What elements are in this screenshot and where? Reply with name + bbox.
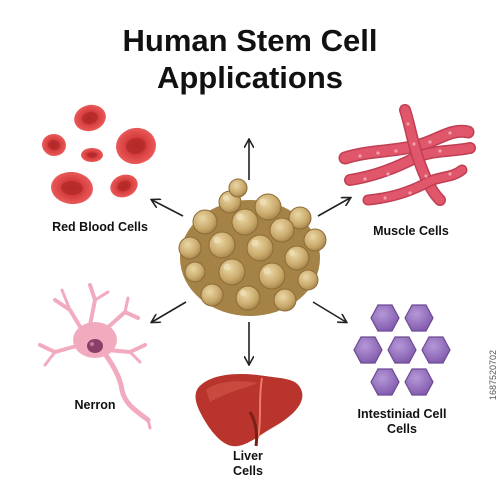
muscle-cells-icon [338,104,476,206]
liver-icon [195,373,303,447]
watermark-id: 1687520702 [488,350,498,401]
arrow-to-neuron [152,301,187,322]
title-line-2: Applications [156,60,343,95]
intestinal-cells-icon [353,304,451,396]
label-muscle-cells: Muscle Cells [373,224,449,238]
neuron-icon [38,283,152,430]
label-liver-line-1: Liver [233,449,263,463]
label-intestinal-cells: Intestiniad Cell Cells [342,407,462,437]
red-blood-cells-icon [42,104,156,205]
label-neuron: Nerron [74,398,116,412]
page-title: Human Stem Cell Applications [0,22,500,96]
arrow-to-red-blood-cells [152,200,184,217]
arrow-to-muscle-cells [317,198,350,217]
arrow-to-intestine [312,301,346,322]
arrows [152,140,350,364]
label-liver-cells: Liver Cells [210,449,286,479]
stem-cell-cluster-icon [178,178,327,316]
label-intestine-line-2: Cells [387,422,417,436]
label-liver-line-2: Cells [233,464,263,478]
label-intestine-line-1: Intestiniad Cell [357,407,447,421]
label-red-blood-cells: Red Blood Cells [52,220,148,234]
title-line-1: Human Stem Cell [122,23,378,58]
